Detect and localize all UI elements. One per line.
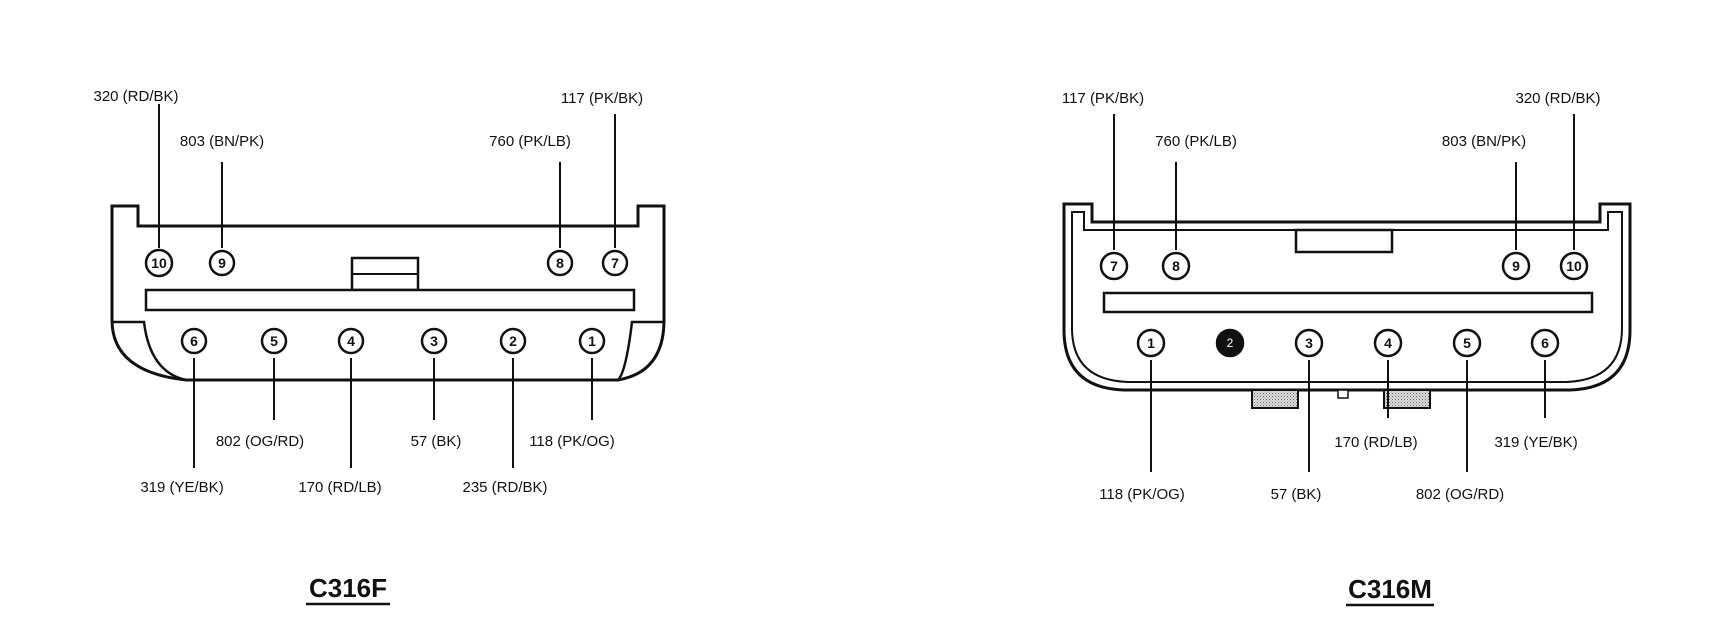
pin-7: 7 117 (PK/BK) [561, 90, 643, 277]
pin-number: 3 [1305, 335, 1313, 351]
pin-8: 8 760 (PK/LB) [1155, 133, 1237, 281]
circuit-label: 57 (BK) [411, 433, 462, 450]
pin-number: 2 [1227, 336, 1234, 350]
circuit-label: 319 (YE/BK) [140, 479, 223, 496]
circuit-label: 117 (PK/BK) [1062, 90, 1144, 107]
circuit-label: 118 (PK/OG) [1099, 486, 1185, 503]
pin-6: 6 319 (YE/BK) [140, 327, 224, 496]
pin-10: 10 320 (RD/BK) [1515, 90, 1601, 281]
connector-keyway-slot [144, 288, 636, 312]
pin-number: 3 [430, 333, 438, 349]
pin-number: 4 [347, 333, 355, 349]
circuit-label: 802 (OG/RD) [1416, 486, 1504, 503]
connector-locking-tab-left [1251, 389, 1299, 409]
pin-number: 7 [1110, 258, 1118, 274]
pin-number: 1 [588, 333, 596, 349]
pin-4: 4 170 (RD/LB) [1334, 328, 1418, 451]
pin-number: 4 [1384, 335, 1392, 351]
pin-number: 8 [556, 255, 564, 271]
pin-3: 3 57 (BK) [411, 327, 462, 450]
connector-latch [1294, 228, 1394, 254]
pin-1: 1 118 (PK/OG) [1099, 328, 1185, 503]
connector-inner-lip-right [617, 320, 664, 381]
connector-body-outer [1062, 202, 1632, 392]
circuit-label: 118 (PK/OG) [529, 433, 615, 450]
pin-number: 5 [270, 333, 278, 349]
pin-8: 8 760 (PK/LB) [489, 133, 574, 277]
pin-number: 10 [1566, 258, 1582, 274]
pin-number: 8 [1172, 258, 1180, 274]
pin-7: 7 117 (PK/BK) [1062, 90, 1144, 281]
pin-9: 9 803 (BN/PK) [180, 133, 264, 277]
connector-title: C316F [309, 573, 387, 603]
circuit-label: 803 (BN/PK) [1442, 133, 1526, 150]
pin-2-plugged: 2 [1215, 328, 1245, 358]
pin-9: 9 803 (BN/PK) [1442, 133, 1531, 281]
connector-c316f: 1 118 (PK/OG) 2 235 (RD/BK) 3 57 (BK) 4 … [93, 88, 666, 606]
pin-number: 9 [218, 255, 226, 271]
pin-number: 6 [190, 333, 198, 349]
circuit-label: 235 (RD/BK) [462, 479, 547, 496]
connector-keyway-slot [1102, 291, 1594, 314]
pin-3: 3 57 (BK) [1271, 328, 1324, 503]
circuit-label: 760 (PK/LB) [1155, 133, 1237, 150]
pin-number: 1 [1147, 335, 1155, 351]
circuit-label: 57 (BK) [1271, 486, 1322, 503]
connector-body-outline [110, 204, 666, 382]
connector-title: C316M [1348, 574, 1432, 604]
circuit-label: 117 (PK/BK) [561, 90, 643, 107]
circuit-label: 319 (YE/BK) [1494, 434, 1577, 451]
connector-c316m: 1 118 (PK/OG) 2 3 57 (BK) 4 170 (RD/LB) … [1062, 90, 1632, 607]
pin-6: 6 319 (YE/BK) [1494, 328, 1578, 451]
circuit-label: 320 (RD/BK) [93, 88, 178, 105]
connector-body-inner [1071, 211, 1623, 383]
pin-number: 2 [509, 333, 517, 349]
connector-inner-lip-left [112, 320, 187, 382]
circuit-label: 760 (PK/LB) [489, 133, 571, 150]
pin-1: 1 118 (PK/OG) [529, 327, 615, 450]
pin-number: 6 [1541, 335, 1549, 351]
pin-number: 10 [151, 255, 167, 271]
pin-10: 10 320 (RD/BK) [93, 88, 179, 278]
pin-5: 5 802 (OG/RD) [216, 327, 304, 450]
pin-number: 7 [611, 255, 619, 271]
circuit-label: 320 (RD/BK) [1515, 90, 1600, 107]
pin-number: 5 [1463, 335, 1471, 351]
circuit-label: 803 (BN/PK) [180, 133, 264, 150]
pin-5: 5 802 (OG/RD) [1416, 328, 1504, 503]
connector-index-notch [1337, 389, 1349, 399]
circuit-label: 170 (RD/LB) [1334, 434, 1417, 451]
pin-2: 2 235 (RD/BK) [462, 327, 548, 496]
circuit-label: 802 (OG/RD) [216, 433, 304, 450]
circuit-label: 170 (RD/LB) [298, 479, 381, 496]
pin-number: 9 [1512, 258, 1520, 274]
pin-4: 4 170 (RD/LB) [298, 327, 382, 496]
connector-locking-tab-right [1383, 389, 1431, 409]
